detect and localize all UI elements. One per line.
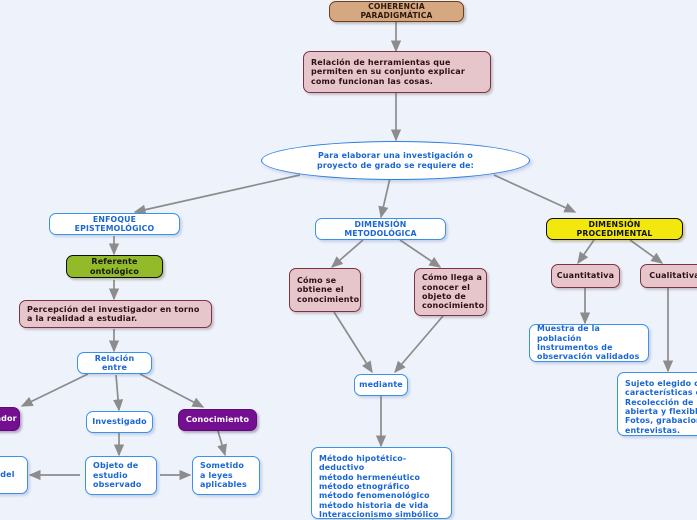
node-label: Sometido a leyes aplicables xyxy=(200,461,247,490)
node-como-se-obtiene[interactable]: Cómo se obtiene el conocimiento xyxy=(289,268,361,312)
node-percepcion-del[interactable]: Percepción del xyxy=(0,456,28,494)
node-label: Referente ontológico xyxy=(90,257,139,276)
node-label: COHERENCIA PARADIGMÁTICA xyxy=(360,1,433,20)
edge-conocimiento-sometido xyxy=(217,430,227,457)
edge-metodologica-comollega xyxy=(399,239,442,268)
edge-oval-metodologica xyxy=(378,177,391,219)
edge-metodologica-comose xyxy=(330,239,364,268)
edge-comose-mediante xyxy=(333,311,373,374)
node-investigador[interactable]: Investigador xyxy=(0,407,20,431)
node-label: Relación entre xyxy=(94,353,135,372)
node-metodos-lista[interactable]: Método hipotético-deductivo método herme… xyxy=(311,447,452,520)
node-label: Relación de herramientas que permiten en… xyxy=(311,57,465,86)
node-label: Investigador xyxy=(0,414,17,424)
node-relacion-herramientas[interactable]: Relación de herramientas que permiten en… xyxy=(303,51,491,93)
edge-procedimental-cualitativa xyxy=(629,239,664,264)
node-conocimiento[interactable]: Conocimiento xyxy=(178,409,257,431)
node-referente-ontologico[interactable]: Referente ontológico xyxy=(66,255,163,278)
node-cualitativa[interactable]: Cualitativa xyxy=(640,264,697,288)
edge-comollega-mediante xyxy=(394,315,444,374)
node-label: Cualitativa xyxy=(649,271,697,281)
node-label: mediante xyxy=(359,380,403,390)
node-relacion-entre[interactable]: Relación entre xyxy=(77,352,152,374)
edge-oval-enfoque xyxy=(133,174,301,215)
node-label: DIMENSIÓN PROCEDIMENTAL xyxy=(576,219,653,238)
node-cuantitativa[interactable]: Cuantitativa xyxy=(551,264,620,288)
node-dimension-metodologica[interactable]: DIMENSIÓN METODOLÓGICA xyxy=(315,218,446,240)
node-label: Percepción del investigador en torno a l… xyxy=(27,304,200,323)
node-label: Investigado xyxy=(92,417,147,427)
edge-oval-procedimental xyxy=(493,174,577,213)
node-dimension-procedimental[interactable]: DIMENSIÓN PROCEDIMENTAL xyxy=(546,218,683,240)
node-objeto-estudio-observado[interactable]: Objeto de estudio observado xyxy=(85,456,157,495)
node-label: Cómo se obtiene el conocimiento xyxy=(297,275,360,304)
edge-procedimental-cuantitativa xyxy=(577,239,595,265)
node-percepcion-investigador[interactable]: Percepción del investigador en torno a l… xyxy=(19,300,212,328)
node-muestra-poblacion[interactable]: Muestra de la población Instrumentos de … xyxy=(529,324,649,362)
node-sujeto-elegido[interactable]: Sujeto elegido con características es Re… xyxy=(617,372,697,436)
node-enfoque-epistemologico[interactable]: ENFOQUE EPISTEMOLÓGICO xyxy=(49,213,180,235)
node-investigado[interactable]: Investigado xyxy=(86,411,153,433)
edge-relacionentre-investigado xyxy=(113,374,124,412)
node-label: Cómo llega a conocer el objeto de conoci… xyxy=(422,273,485,311)
node-label: Conocimiento xyxy=(185,415,250,425)
node-label: Objeto de estudio observado xyxy=(93,461,142,490)
node-sometido-leyes[interactable]: Sometido a leyes aplicables xyxy=(192,456,260,495)
node-label: ENFOQUE EPISTEMOLÓGICO xyxy=(74,214,155,233)
node-label: DIMENSIÓN METODOLÓGICA xyxy=(344,219,417,238)
node-label: Muestra de la población Instrumentos de … xyxy=(537,324,640,362)
node-label: Para elaborar una investigación o proyec… xyxy=(317,151,474,170)
edge-relacionentre-investigador xyxy=(20,373,89,407)
node-label: Método hipotético-deductivo método herme… xyxy=(319,454,439,520)
node-para-elaborar[interactable]: Para elaborar una investigación o proyec… xyxy=(261,141,530,180)
node-mediante[interactable]: mediante xyxy=(354,374,408,396)
edge-relacionentre-conocimiento xyxy=(139,373,205,408)
node-label: Cuantitativa xyxy=(556,271,615,281)
node-como-llega-conocer[interactable]: Cómo llega a conocer el objeto de conoci… xyxy=(414,268,487,316)
node-label: Percepción del xyxy=(0,470,15,480)
node-label: Sujeto elegido con características es Re… xyxy=(625,379,697,435)
node-coherencia-paradigmatica[interactable]: COHERENCIA PARADIGMÁTICA xyxy=(329,1,464,22)
